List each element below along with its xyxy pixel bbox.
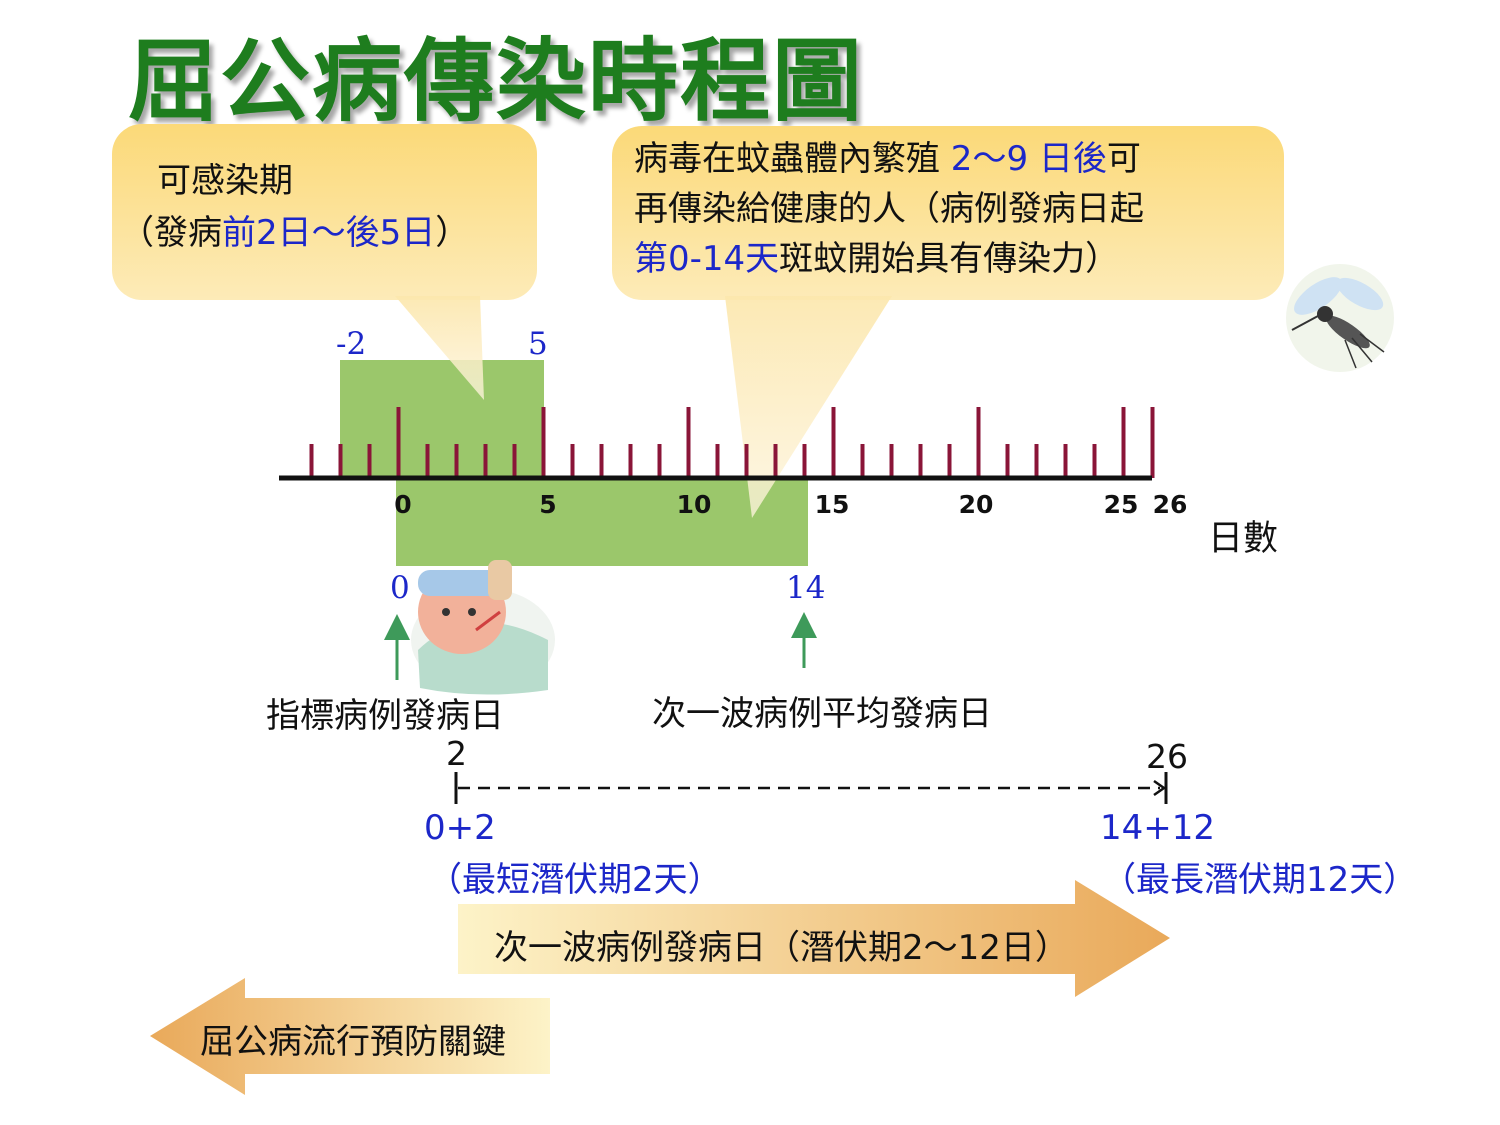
incubation-start-formula: 0+2 xyxy=(424,808,496,848)
tick-label: 10 xyxy=(676,490,712,519)
mosquito-end-marker: 14 xyxy=(786,570,826,606)
sick-patient-illustration xyxy=(411,560,555,695)
callout-left-suffix: ） xyxy=(435,213,470,253)
tick-label: 0 xyxy=(394,490,412,519)
incubation-end-formula: 14+12 xyxy=(1100,808,1216,848)
axis-ticks xyxy=(309,407,1155,478)
incubation-min-note: （最短潛伏期2天） xyxy=(428,860,722,900)
callout-right-pointer xyxy=(725,296,892,518)
axis-unit-label: 日數 xyxy=(1208,519,1279,559)
index-case-label: 指標病例發病日 xyxy=(266,696,504,736)
prevention-banner-arrow xyxy=(150,978,550,1095)
incubation-end-day: 26 xyxy=(1146,737,1188,776)
next-wave-arrow xyxy=(791,612,817,668)
incubation-range-line xyxy=(454,772,1168,804)
callout-mosquito-period: 病毒在蚊蟲體內繁殖 2～9 日後可 再傳染給健康的人（病例發病日起 第0-14天… xyxy=(612,126,1284,300)
callout-left-pointer xyxy=(395,296,484,400)
mosquito-infective-band xyxy=(396,478,808,566)
mosquito-illustration xyxy=(1286,264,1394,372)
callout-right-l3-suffix: 斑蚊開始具有傳染力） xyxy=(779,239,1120,279)
callout-right-l1-suffix: 可 xyxy=(1106,139,1141,179)
callout-right-l1-range: 2～9 日後 xyxy=(940,139,1107,179)
callout-left-line1: 可感染期 xyxy=(157,161,293,201)
index-case-arrow xyxy=(384,614,410,680)
incubation-start-day: 2 xyxy=(446,734,467,773)
callout-left-range: 前2日～後5日 xyxy=(222,213,436,253)
incubation-max-note: （最長潛伏期12天） xyxy=(1102,860,1418,900)
tick-label: 5 xyxy=(539,490,557,519)
prevention-banner-label: 屈公病流行預防關鍵 xyxy=(200,1022,506,1062)
callout-right-line2: 再傳染給健康的人（病例發病日起 xyxy=(634,189,1144,229)
infectious-period-band xyxy=(340,360,544,478)
tick-label: 15 xyxy=(814,490,850,519)
callout-left-prefix: （發病 xyxy=(120,213,222,253)
callout-right-l1-prefix: 病毒在蚊蟲體內繁殖 xyxy=(634,139,940,179)
callout-right-l3-range: 第0-14天 xyxy=(634,239,780,279)
page-title: 屈公病傳染時程圖 xyxy=(128,29,864,134)
tick-label: 26 xyxy=(1152,490,1188,519)
tick-label: 20 xyxy=(958,490,994,519)
tick-label: 25 xyxy=(1103,490,1139,519)
next-wave-banner-label: 次一波病例發病日（潛伏期2～12日） xyxy=(494,928,1069,968)
next-wave-label: 次一波病例平均發病日 xyxy=(652,694,992,734)
mosquito-start-marker: 0 xyxy=(390,570,410,606)
infectious-start-marker: -2 xyxy=(336,326,367,362)
infectious-end-marker: 5 xyxy=(528,326,548,362)
next-wave-banner-arrow xyxy=(458,880,1170,997)
callout-infectious-period: 可感染期 （發病前2日～後5日） xyxy=(112,124,537,300)
